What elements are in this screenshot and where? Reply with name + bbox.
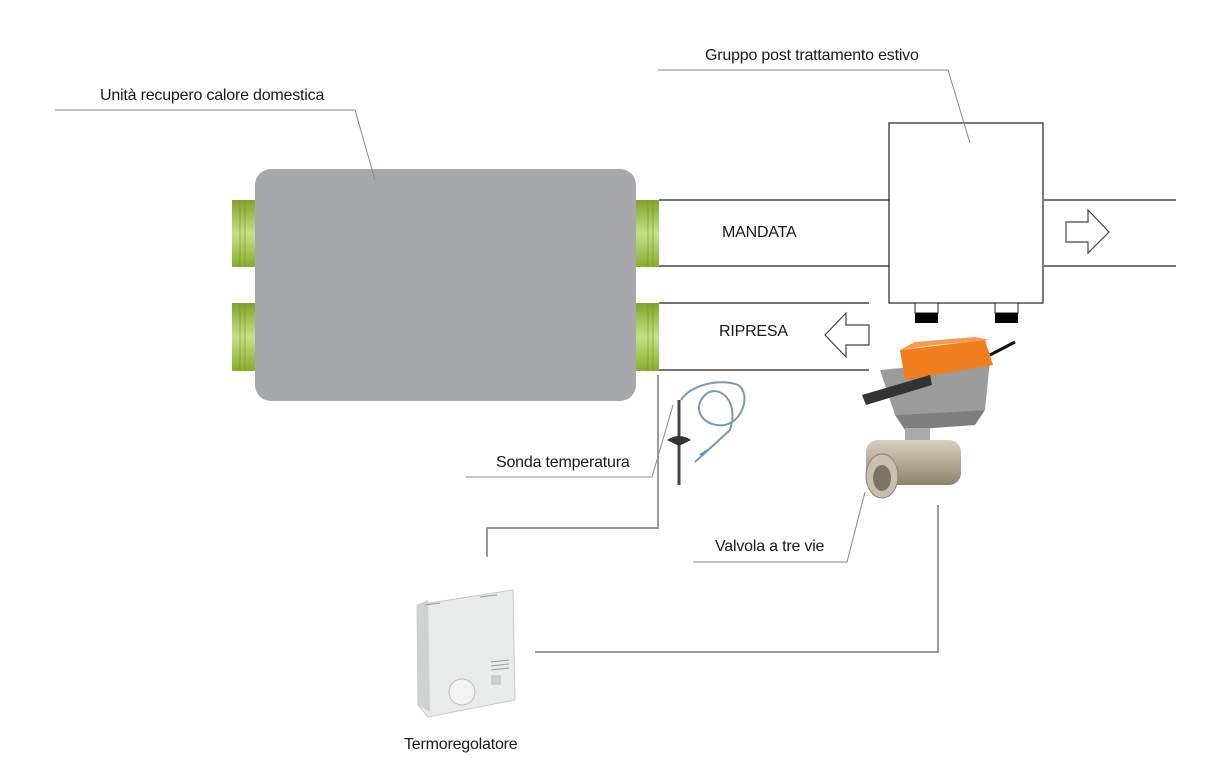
- supply-label: MANDATA: [722, 224, 797, 241]
- post-treatment-label: Gruppo post trattamento estivo: [705, 47, 919, 64]
- supply-duct: [659, 199, 1176, 267]
- return-label: RIPRESA: [719, 323, 788, 340]
- duct-connectors: [232, 200, 659, 371]
- heat-recovery-unit: [255, 169, 636, 401]
- supply-arrow-icon: [1065, 208, 1110, 255]
- temperature-probe: [667, 381, 746, 485]
- temperature-probe-label: Sonda temperatura: [496, 454, 630, 471]
- leader-lines: [55, 69, 971, 563]
- post-treatment-unit: [888, 122, 1044, 323]
- thermostat-label: Termoregolatore: [404, 736, 518, 753]
- return-arrow-icon: [824, 311, 870, 359]
- three-way-valve: [862, 337, 1016, 499]
- valve-label: Valvola a tre vie: [715, 538, 825, 555]
- thermostat-device: [416, 589, 516, 718]
- return-duct: [659, 302, 869, 371]
- hrv-unit-label: Unità recupero calore domestica: [100, 87, 325, 104]
- wiring: [486, 375, 939, 653]
